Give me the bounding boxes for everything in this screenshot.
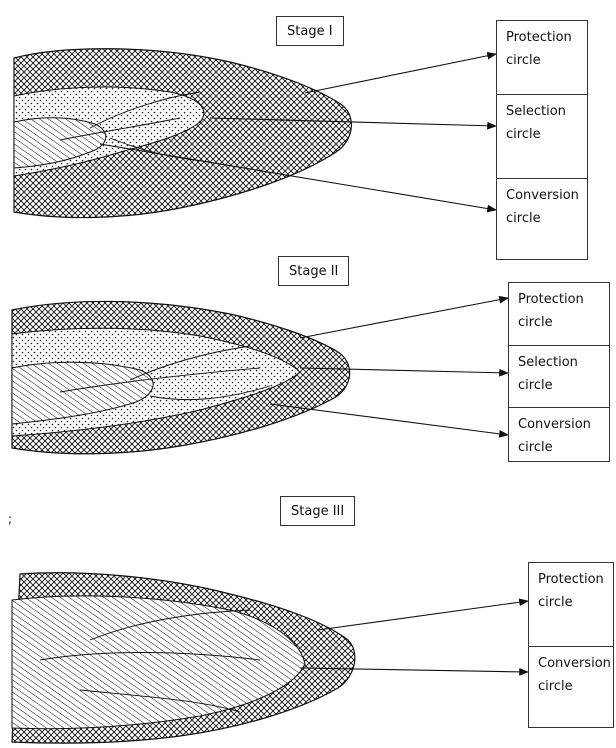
protection-circle-3-line2: circle — [538, 591, 607, 614]
conversion-circle-2-line2: circle — [518, 436, 603, 459]
protection-circle-1: Protection circle — [497, 21, 587, 94]
conversion-circle-1-line1: Conversion — [506, 184, 581, 207]
conversion-circle-3-line2: circle — [538, 675, 607, 698]
arrow-to-conversion-2 — [270, 404, 508, 435]
leaf-stage-1 — [14, 49, 351, 218]
conversion-circle-1-line2: circle — [506, 207, 581, 230]
protection-circle-2-line2: circle — [518, 311, 603, 334]
conversion-circle-3-line1: Conversion — [538, 652, 607, 675]
protection-circle-3: Protection circle — [529, 563, 613, 646]
selection-circle-2-line1: Selection — [518, 351, 603, 374]
conversion-circle-2: Conversion circle — [509, 407, 609, 461]
circle-boxes-stage-3: Protection circle Conversion circle — [528, 562, 614, 728]
arrow-to-protection-2 — [300, 298, 508, 338]
stage-2-label: Stage II — [278, 256, 349, 286]
protection-circle-1-line1: Protection — [506, 26, 581, 49]
conversion-circle-1: Conversion circle — [497, 178, 587, 259]
arrow-to-protection-3 — [318, 601, 528, 630]
arrow-to-protection-1 — [305, 54, 496, 93]
protection-circle-2: Protection circle — [509, 283, 609, 345]
stage-3-label: Stage III — [280, 496, 355, 526]
conversion-circle-3: Conversion circle — [529, 646, 613, 727]
selection-circle-1-line1: Selection — [506, 100, 581, 123]
selection-circle-2-line2: circle — [518, 374, 603, 397]
protection-circle-1-line2: circle — [506, 49, 581, 72]
leaf-stage-3 — [12, 573, 355, 743]
selection-circle-2: Selection circle — [509, 345, 609, 407]
protection-circle-2-line1: Protection — [518, 288, 603, 311]
stage-1-label: Stage I — [276, 16, 344, 46]
selection-circle-1: Selection circle — [497, 94, 587, 178]
circle-boxes-stage-1: Protection circle Selection circle Conve… — [496, 20, 588, 260]
selection-circle-1-line2: circle — [506, 123, 581, 146]
protection-circle-3-line1: Protection — [538, 568, 607, 591]
conversion-circle-2-line1: Conversion — [518, 413, 603, 436]
circle-boxes-stage-2: Protection circle Selection circle Conve… — [508, 282, 610, 462]
leaf-stage-2 — [12, 301, 350, 453]
stray-mark: ; — [8, 512, 12, 526]
